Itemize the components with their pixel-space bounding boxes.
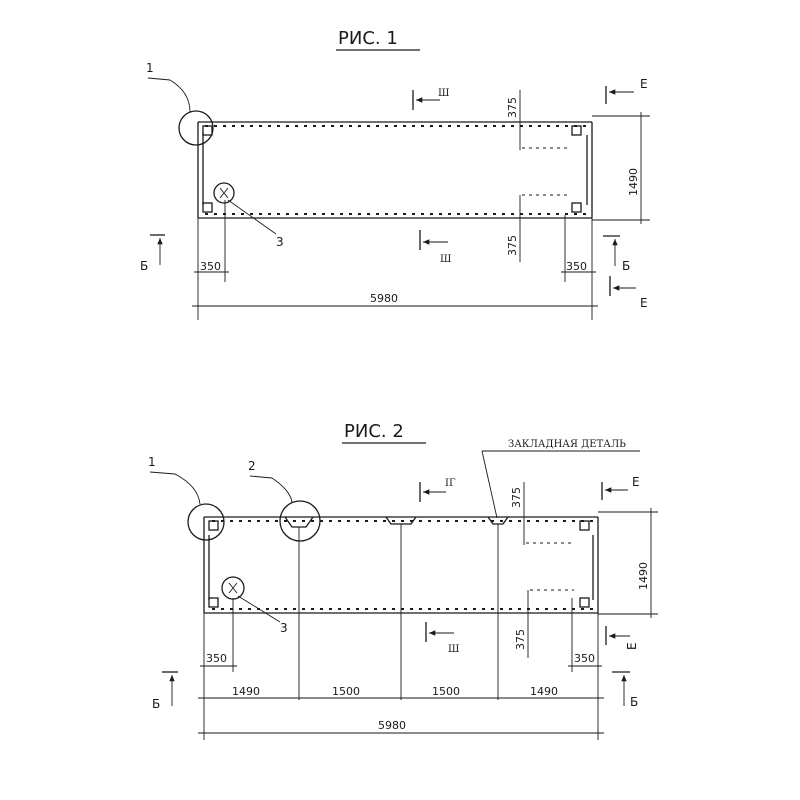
fig2-marker-b-left: Б xyxy=(152,671,178,711)
svg-text:Б: Б xyxy=(140,259,148,273)
fig2-detail-circle-2 xyxy=(279,500,321,542)
fig1-section-bottom: Ш xyxy=(419,230,451,265)
fig2-dim-seg2: 1500 xyxy=(332,685,360,698)
fig2-dim-height: 1490 xyxy=(598,508,658,618)
fig1-dim-375-bottom: 375 xyxy=(506,194,570,262)
fig2-marker-e-bottom: Е xyxy=(605,626,639,650)
svg-text:5980: 5980 xyxy=(378,719,406,732)
fig1-marker-b-left: Б xyxy=(140,234,165,273)
fig2-callout-2: 2 xyxy=(248,459,256,473)
fig1-marker-e-top: Е xyxy=(605,77,648,104)
fig1-section-top: Ш xyxy=(412,88,449,110)
fig1-dim-375-top: 375 xyxy=(506,90,570,150)
fig2-marker-b-right: Б xyxy=(612,671,638,709)
fig2-section-top: IГ xyxy=(419,478,456,502)
svg-text:375: 375 xyxy=(514,629,527,650)
svg-text:375: 375 xyxy=(506,97,519,118)
svg-text:Е: Е xyxy=(640,296,648,310)
svg-text:350: 350 xyxy=(206,652,227,665)
fig2-dim-350-left: 350 xyxy=(200,598,237,740)
fig1-dim-length: 5980 xyxy=(192,292,598,307)
svg-text:1490: 1490 xyxy=(627,168,640,196)
fig2-dim-350-right: 350 xyxy=(568,598,602,740)
svg-text:1490: 1490 xyxy=(637,562,650,590)
svg-text:350: 350 xyxy=(566,260,587,273)
svg-text:350: 350 xyxy=(200,260,221,273)
fig1-callout-3: 3 xyxy=(276,235,284,249)
svg-text:350: 350 xyxy=(574,652,595,665)
fig2-dim-length: 5980 xyxy=(198,719,604,734)
fig1-detail-circle-3 xyxy=(213,182,235,204)
fig1-callout-1: 1 xyxy=(146,61,154,75)
fig2-dim-segments: 1490 1500 1500 1490 xyxy=(198,685,604,699)
fig1-dim-height: 1490 xyxy=(592,112,650,224)
svg-text:Е: Е xyxy=(632,475,640,489)
fig1-slab xyxy=(197,121,593,219)
fig2-callout-1: 1 xyxy=(148,455,156,469)
svg-text:Е: Е xyxy=(640,77,648,91)
fig2-annotation-embedded-part: ЗАКЛАДНАЯ ДЕТАЛЬ xyxy=(508,439,626,450)
fig1-dim-350-right: 350 xyxy=(561,215,596,320)
fig2-section-bottom: Ш xyxy=(425,622,459,655)
svg-text:Ш: Ш xyxy=(438,88,449,99)
svg-text:Б: Б xyxy=(630,695,638,709)
svg-text:375: 375 xyxy=(506,235,519,256)
figure-2: РИС. 2 ЗАКЛАДНАЯ ДЕТАЛЬ xyxy=(148,421,658,740)
fig2-dim-375-bottom: 375 xyxy=(514,589,574,658)
svg-text:5980: 5980 xyxy=(370,292,398,305)
fig2-leader-1 xyxy=(149,471,201,505)
fig2-title: РИС. 2 xyxy=(344,421,404,442)
fig2-dim-seg3: 1500 xyxy=(432,685,460,698)
svg-text:IГ: IГ xyxy=(445,478,456,489)
fig2-dim-seg4: 1490 xyxy=(530,685,558,698)
svg-text:Б: Б xyxy=(622,259,630,273)
svg-text:Е: Е xyxy=(625,642,639,650)
svg-text:Б: Б xyxy=(152,697,160,711)
fig1-title: РИС. 1 xyxy=(338,28,398,49)
fig1-dim-350-left: 350 xyxy=(194,200,229,320)
fig1-leader-3 xyxy=(227,199,277,235)
svg-text:375: 375 xyxy=(510,487,523,508)
fig2-slab xyxy=(203,516,599,700)
fig2-dim-375-top: 375 xyxy=(510,482,574,545)
fig1-detail-circle-1 xyxy=(178,110,214,146)
fig1-marker-e-bottom: Е xyxy=(609,276,648,310)
svg-text:Ш: Ш xyxy=(448,644,459,655)
fig2-annotation-leader xyxy=(481,450,498,519)
fig2-detail-circle-1 xyxy=(187,503,225,541)
svg-text:Ш: Ш xyxy=(440,254,451,265)
fig1-marker-b-right: Б xyxy=(603,235,630,273)
fig2-marker-e-top: Е xyxy=(601,475,640,500)
fig2-callout-3: 3 xyxy=(280,621,288,635)
fig1-leader-1 xyxy=(147,77,191,113)
fig2-dim-seg1: 1490 xyxy=(232,685,260,698)
figure-1: РИС. 1 1 3 Ш xyxy=(140,28,650,320)
fig2-leader-2 xyxy=(249,475,293,503)
fig2-leader-3 xyxy=(237,595,281,623)
